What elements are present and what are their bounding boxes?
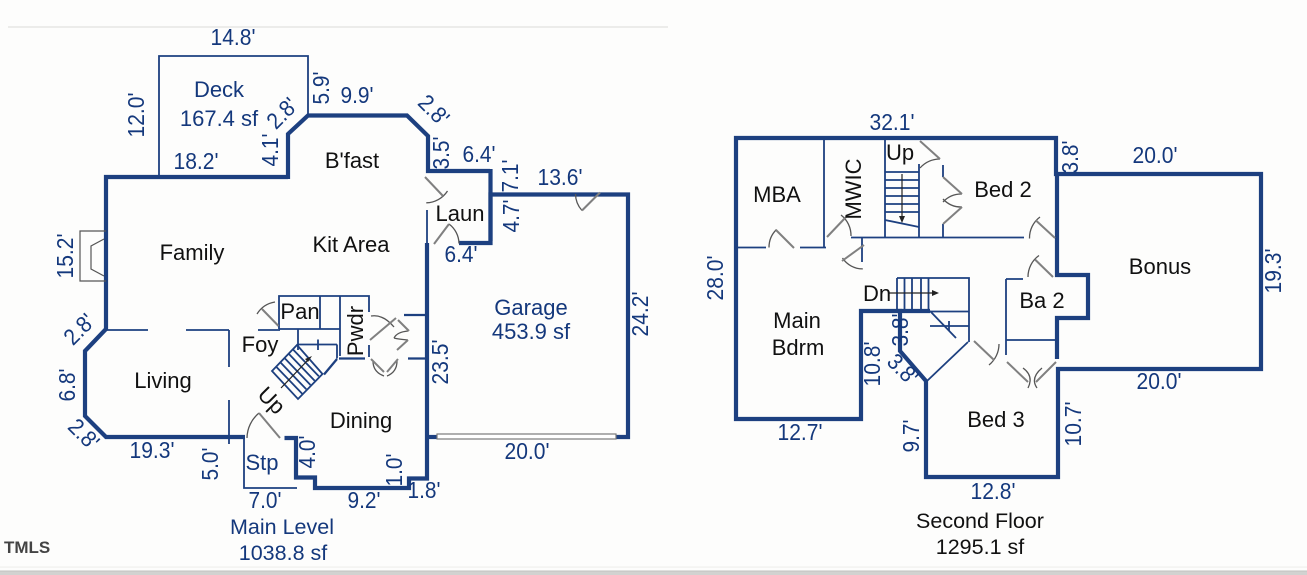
svg-text:Ba 2: Ba 2	[1019, 288, 1064, 313]
svg-text:9.9': 9.9'	[341, 82, 374, 108]
svg-text:Bed 2: Bed 2	[974, 177, 1032, 202]
svg-text:7.1': 7.1'	[497, 160, 523, 193]
svg-text:167.4 sf: 167.4 sf	[180, 106, 259, 131]
svg-text:Main Level: Main Level	[230, 515, 334, 539]
svg-text:Pwdr: Pwdr	[343, 306, 368, 356]
svg-text:13.6': 13.6'	[538, 164, 583, 190]
svg-text:6.4': 6.4'	[463, 141, 496, 167]
svg-text:4.0': 4.0'	[294, 436, 320, 469]
svg-text:6.8': 6.8'	[54, 369, 80, 402]
svg-text:5.0': 5.0'	[197, 448, 223, 481]
svg-text:4.7': 4.7'	[498, 200, 524, 233]
svg-text:9.2': 9.2'	[348, 487, 381, 513]
svg-text:1038.8 sf: 1038.8 sf	[239, 541, 327, 565]
svg-text:Dn: Dn	[863, 281, 891, 306]
svg-text:Up: Up	[886, 140, 914, 165]
svg-text:TMLS: TMLS	[4, 538, 50, 557]
svg-text:Stp: Stp	[245, 450, 278, 475]
svg-text:Family: Family	[160, 240, 225, 265]
svg-text:6.4': 6.4'	[445, 241, 478, 267]
svg-text:12.7': 12.7'	[778, 419, 823, 445]
svg-text:Laun: Laun	[436, 201, 485, 226]
svg-text:7.0': 7.0'	[249, 487, 282, 513]
svg-text:23.5': 23.5'	[427, 340, 453, 385]
svg-text:10.8': 10.8'	[859, 342, 885, 387]
svg-text:Kit Area: Kit Area	[312, 232, 390, 257]
svg-text:19.3': 19.3'	[1260, 249, 1286, 294]
svg-text:20.0': 20.0'	[1137, 368, 1182, 394]
svg-text:Dining: Dining	[330, 408, 392, 433]
svg-text:15.2': 15.2'	[52, 234, 78, 279]
svg-text:3.8': 3.8'	[887, 314, 913, 347]
svg-text:24.2': 24.2'	[627, 292, 653, 337]
svg-text:MBA: MBA	[753, 182, 801, 207]
svg-text:10.7': 10.7'	[1060, 402, 1086, 447]
svg-text:Second Floor: Second Floor	[916, 509, 1044, 533]
svg-text:14.8': 14.8'	[211, 24, 256, 50]
svg-text:28.0': 28.0'	[702, 256, 728, 301]
svg-text:3.8': 3.8'	[1057, 141, 1083, 174]
svg-text:3.5': 3.5'	[428, 137, 454, 170]
svg-text:Main: Main	[773, 308, 821, 333]
svg-text:4.1': 4.1'	[257, 134, 283, 167]
svg-text:19.3': 19.3'	[130, 437, 175, 463]
svg-text:Garage: Garage	[494, 295, 567, 320]
svg-text:Bdrm: Bdrm	[772, 335, 825, 360]
svg-text:12.8': 12.8'	[971, 478, 1016, 504]
svg-text:Bed 3: Bed 3	[967, 407, 1025, 432]
svg-text:Pan: Pan	[280, 299, 319, 324]
svg-text:Bonus: Bonus	[1129, 254, 1191, 279]
svg-text:32.1': 32.1'	[870, 109, 915, 135]
svg-text:1295.1 sf: 1295.1 sf	[936, 535, 1024, 559]
svg-text:Deck: Deck	[194, 77, 245, 102]
svg-text:B'fast: B'fast	[325, 148, 379, 173]
svg-text:20.0': 20.0'	[505, 438, 550, 464]
svg-text:1.0': 1.0'	[381, 454, 407, 487]
svg-text:9.7': 9.7'	[898, 420, 924, 453]
svg-text:Foy: Foy	[242, 332, 279, 357]
svg-text:MWIC: MWIC	[841, 158, 866, 219]
svg-text:453.9 sf: 453.9 sf	[492, 319, 571, 344]
svg-text:20.0': 20.0'	[1133, 142, 1178, 168]
svg-text:12.0': 12.0'	[123, 93, 149, 138]
svg-text:1.8': 1.8'	[408, 477, 441, 503]
svg-text:18.2': 18.2'	[174, 148, 219, 174]
svg-text:Living: Living	[134, 368, 191, 393]
svg-text:5.9': 5.9'	[308, 72, 334, 105]
